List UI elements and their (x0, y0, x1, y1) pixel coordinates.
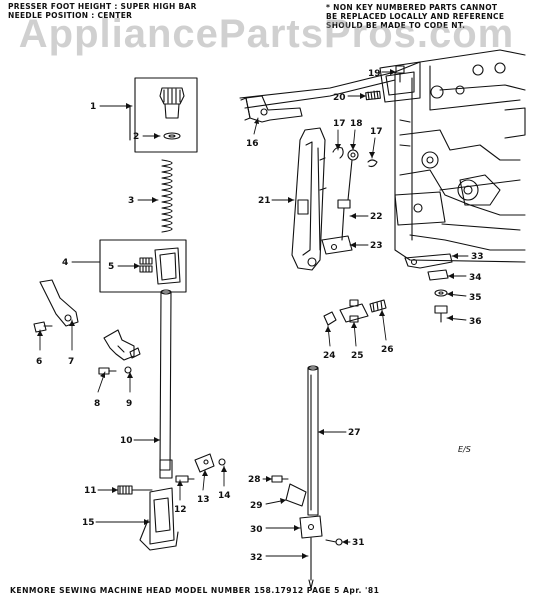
callout-4: 4 (62, 258, 68, 268)
part-4-clamp-assembly (99, 239, 187, 293)
part-6-7-lever (33, 279, 79, 333)
part-33-36-hardware (404, 253, 453, 323)
callout-14: 14 (218, 491, 231, 501)
callout-labels: 1 2 3 4 5 6 7 8 9 10 11 12 13 14 15 16 1… (36, 69, 484, 563)
callout-28: 28 (248, 475, 261, 485)
part-16-bracket (240, 95, 303, 123)
part-24-26-clamp (323, 299, 387, 326)
part-22-23-guide (321, 199, 353, 255)
callout-26: 26 (381, 345, 394, 355)
part-17-18-hardware (332, 146, 378, 201)
part-27-needle-bar (307, 365, 319, 516)
callout-16: 16 (246, 139, 259, 149)
non-key-note-line-3: SHOULD BE MADE TO CODE NT. (326, 21, 466, 30)
callout-17-right: 17 (370, 127, 383, 137)
part-19-screw (395, 65, 405, 83)
callout-5: 5 (108, 262, 114, 272)
callout-22: 22 (370, 212, 383, 222)
callout-25: 25 (351, 351, 364, 361)
callout-29: 29 (250, 501, 263, 511)
machine-head-casting (239, 49, 526, 263)
callout-11: 11 (84, 486, 97, 496)
callout-13: 13 (197, 495, 210, 505)
diagram-footer: KENMORE SEWING MACHINE HEAD MODEL NUMBER… (10, 586, 380, 595)
callout-12: 12 (174, 505, 187, 515)
callout-8: 8 (94, 399, 100, 409)
part-21-frame (291, 127, 327, 271)
non-key-note-line-2: BE REPLACED LOCALLY AND REFERENCE (326, 12, 505, 21)
callout-27: 27 (348, 428, 361, 438)
callout-34: 34 (469, 273, 482, 283)
part-3-spring (161, 159, 173, 233)
callout-32: 32 (250, 553, 263, 563)
callout-7: 7 (68, 357, 74, 367)
callout-15: 15 (82, 518, 95, 528)
callout-23: 23 (370, 241, 383, 251)
watermark: AppliancePartsPros.com (18, 12, 515, 56)
callout-21: 21 (258, 196, 271, 206)
callout-36: 36 (469, 317, 482, 327)
arrowheads (37, 69, 458, 559)
callout-31: 31 (352, 538, 365, 548)
callout-10: 10 (120, 436, 133, 446)
non-key-note-line-1: * NON KEY NUMBERED PARTS CANNOT (326, 3, 498, 12)
callout-19: 19 (368, 69, 381, 79)
callout-33: 33 (471, 252, 484, 262)
callout-9: 9 (126, 399, 132, 409)
callout-35: 35 (469, 293, 482, 303)
diagram-header-right: * NON KEY NUMBERED PARTS CANNOT BE REPLA… (326, 3, 504, 30)
part-20-screw (365, 90, 381, 101)
callout-30: 30 (250, 525, 263, 535)
callout-24: 24 (323, 351, 336, 361)
callout-18: 18 (350, 119, 363, 129)
needle-position-note: NEEDLE POSITION : CENTER (8, 11, 133, 20)
diagram-header-left: PRESSER FOOT HEIGHT : SUPER HIGH BAR NEE… (8, 2, 197, 20)
callout-20: 20 (333, 93, 346, 103)
callout-1: 1 (90, 102, 96, 112)
part-8-9-lever (98, 329, 141, 375)
part-10-presser-bar (159, 289, 173, 479)
callout-2: 2 (133, 132, 139, 142)
callout-17-left: 17 (333, 119, 346, 129)
part-11-15-foot (117, 453, 226, 551)
callout-3: 3 (128, 196, 134, 206)
part-1-knob-assembly (134, 77, 198, 153)
presser-foot-height-note: PRESSER FOOT HEIGHT : SUPER HIGH BAR (8, 2, 197, 11)
es-annotation: E/S (458, 445, 471, 454)
callout-6: 6 (36, 357, 42, 367)
part-28-32-needle-hardware (271, 475, 343, 589)
